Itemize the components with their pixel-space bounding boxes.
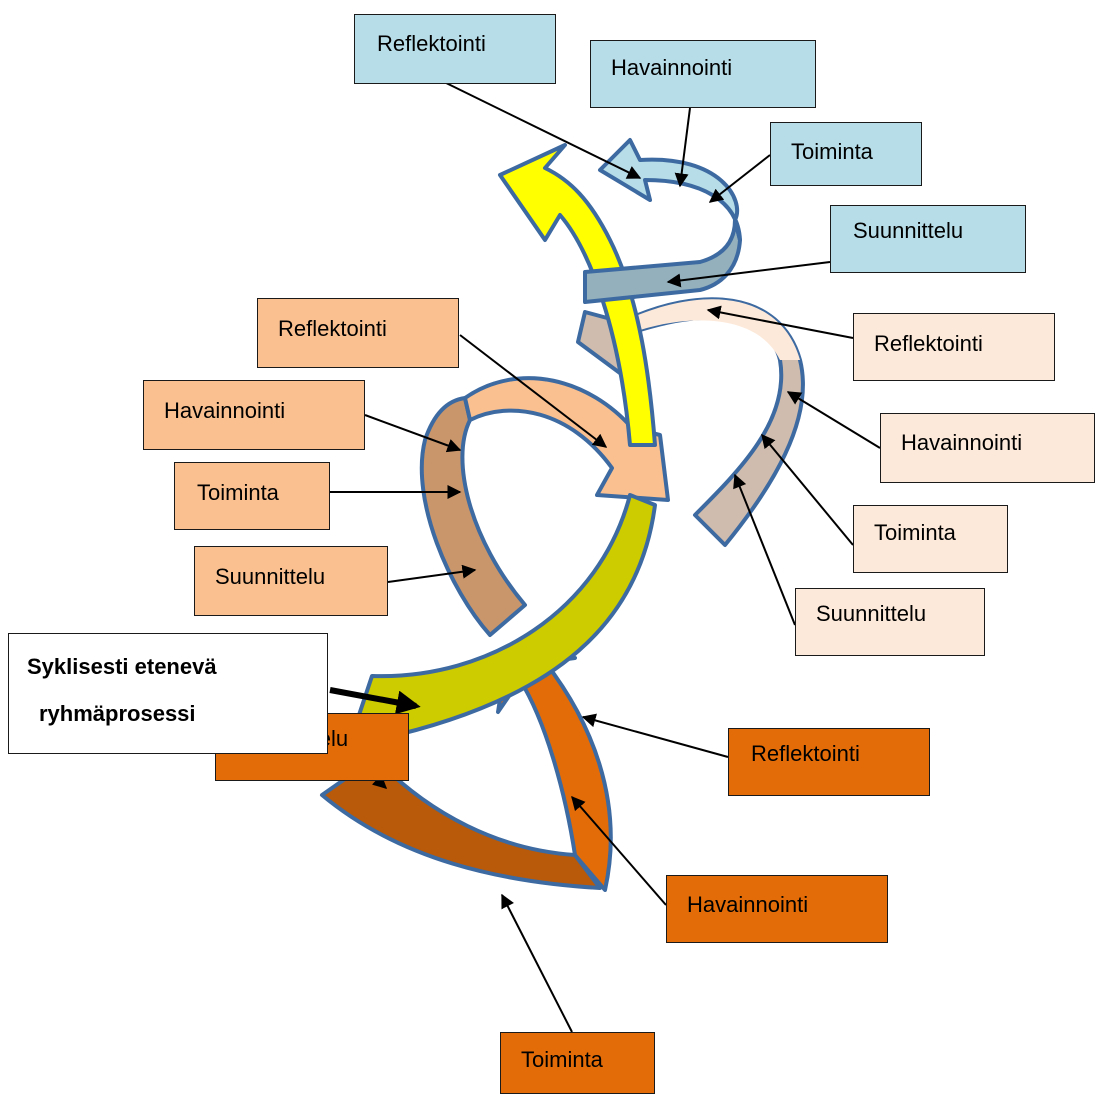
top-cycle-arrow-front <box>600 140 740 240</box>
back-action-label: Toiminta <box>874 520 956 546</box>
top-planning-label: Suunnittelu <box>853 218 963 244</box>
bottom-reflection-box: Reflektointi <box>728 728 930 796</box>
top-observation-box: Havainnointi <box>590 40 816 108</box>
bottom-action-box: Toiminta <box>500 1032 655 1094</box>
top-planning-box: Suunnittelu <box>830 205 1026 273</box>
middle-planning-box: Suunnittelu <box>194 546 388 616</box>
connector-back-planning <box>735 475 795 625</box>
top-reflection-label: Reflektointi <box>377 31 486 57</box>
middle-planning-label: Suunnittelu <box>215 564 325 590</box>
top-reflection-box: Reflektointi <box>354 14 556 84</box>
connector-bottom-reflection <box>583 717 728 757</box>
back-reflection-box: Reflektointi <box>853 313 1055 381</box>
process-label-line1: Syklisesti etenevä <box>27 654 217 680</box>
back-cycle-arrow-top <box>622 299 800 360</box>
process-label-line2: ryhmäprosessi <box>39 701 196 727</box>
back-planning-label: Suunnittelu <box>816 601 926 627</box>
middle-reflection-box: Reflektointi <box>257 298 459 368</box>
back-observation-box: Havainnointi <box>880 413 1095 483</box>
back-planning-box: Suunnittelu <box>795 588 985 656</box>
middle-observation-box: Havainnointi <box>143 380 365 450</box>
bottom-observation-label: Havainnointi <box>687 892 808 918</box>
middle-cycle-arrow-back <box>422 398 525 635</box>
top-observation-label: Havainnointi <box>611 55 732 81</box>
bottom-reflection-label: Reflektointi <box>751 741 860 767</box>
connector-back-action <box>762 435 853 545</box>
middle-reflection-label: Reflektointi <box>278 316 387 342</box>
bottom-observation-box: Havainnointi <box>666 875 888 943</box>
connector-bottom-action <box>502 895 572 1032</box>
connector-back-observation <box>788 392 880 448</box>
process-label-box: Syklisesti etenevä ryhmäprosessi <box>8 633 328 754</box>
back-reflection-label: Reflektointi <box>874 331 983 357</box>
middle-action-label: Toiminta <box>197 480 279 506</box>
top-action-box: Toiminta <box>770 122 922 186</box>
middle-action-box: Toiminta <box>174 462 330 530</box>
back-observation-label: Havainnointi <box>901 430 1022 456</box>
bottom-action-label: Toiminta <box>521 1047 603 1073</box>
back-action-box: Toiminta <box>853 505 1008 573</box>
middle-observation-label: Havainnointi <box>164 398 285 424</box>
top-action-label: Toiminta <box>791 139 873 165</box>
